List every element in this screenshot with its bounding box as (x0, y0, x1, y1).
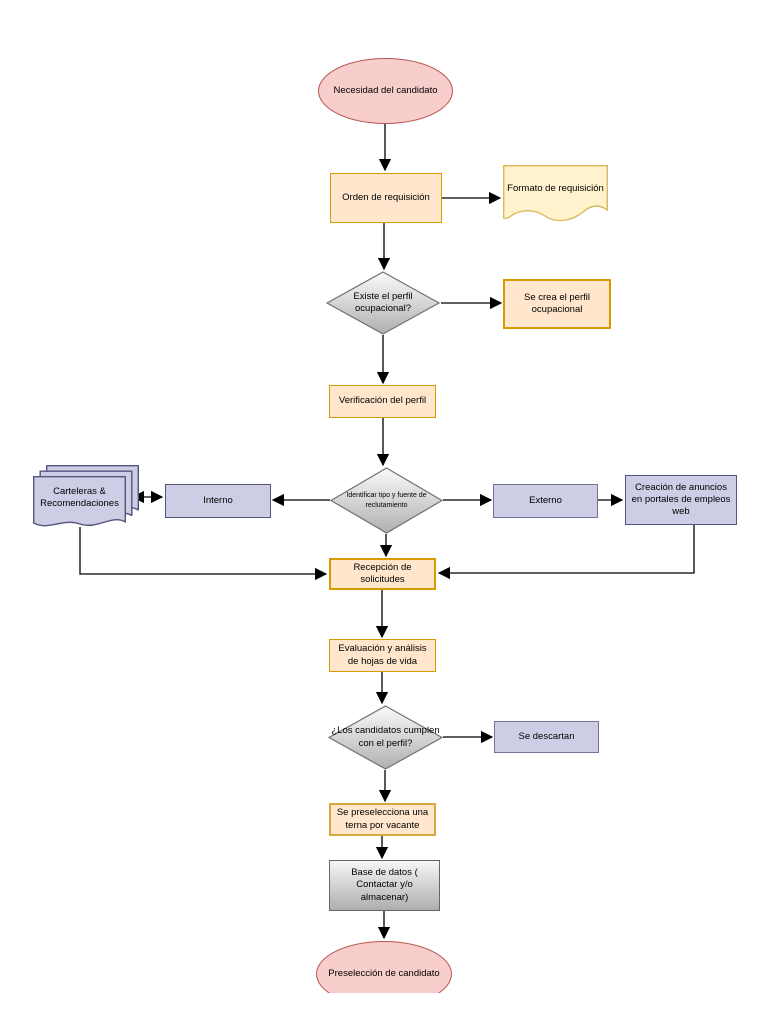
existe-decision: Existe el perfil ocupacional? (325, 271, 441, 335)
creacion-process: Creación de anuncios en portales de empl… (625, 475, 737, 525)
cumplen-label: ¿Los candidatos cumplen con el perfil? (331, 725, 440, 749)
evaluacion-process: Evaluación y análisis de hojas de vida (329, 639, 436, 672)
document-shape (503, 165, 608, 222)
recepcion-process: Recepción de solicitudes (329, 558, 436, 590)
interno-label: Interno (203, 494, 233, 506)
externo-process: Externo (493, 484, 598, 518)
verificacion-process: Verificación del perfil (329, 385, 436, 418)
diamond-shape (329, 467, 444, 534)
carteleras-multidocument: Carteleras & Recomendaciones (33, 465, 140, 533)
crea-process: Se crea el perfil ocupacional (503, 279, 611, 329)
orden-process: Orden de requisición (330, 173, 442, 223)
preselecciona-process: Se preselecciona una terna por vacante (329, 803, 436, 836)
arrow-carteleras-to-recepcion (79, 527, 328, 581)
start-label: Necesidad del candidato (333, 84, 438, 96)
identificar-label: Identificar tipo y fuente de reclutamien… (346, 492, 427, 509)
base-datos-label: Base de datos ( Contactar y/o almacenar) (351, 867, 418, 903)
recepcion-label: Recepción de solicitudes (353, 561, 412, 585)
end-label: Preselección de candidato (328, 967, 440, 979)
creacion-label: Creación de anuncios en portales de empl… (631, 481, 731, 518)
start-terminator: Necesidad del candidato (318, 58, 453, 124)
verificacion-label: Verificación del perfil (338, 395, 427, 407)
crea-label: Se crea el perfil ocupacional (523, 291, 590, 315)
descartan-process: Se descartan (494, 721, 599, 753)
preselecciona-label: Se preselecciona una terna por vacante (336, 807, 429, 831)
arrow-creacion-to-recepcion (437, 525, 695, 580)
orden-label: Orden de requisición (342, 191, 430, 203)
formato-label: Formato de requisición (507, 182, 604, 194)
formato-document: Formato de requisición (503, 165, 608, 227)
end-terminator: Preselección de candidato (316, 941, 452, 993)
externo-label: Externo (529, 494, 562, 506)
identificar-decision: Identificar tipo y fuente de reclutamien… (329, 467, 444, 534)
carteleras-label: Carteleras & Recomendaciones (40, 485, 119, 509)
multidocument-shape (33, 465, 139, 527)
base-datos-process: Base de datos ( Contactar y/o almacenar) (329, 860, 440, 911)
interno-process: Interno (165, 484, 271, 518)
diamond-shape (325, 271, 441, 335)
existe-label: Existe el perfil ocupacional? (353, 290, 413, 314)
evaluacion-label: Evaluación y análisis de hojas de vida (338, 643, 427, 667)
diamond-shape (327, 705, 444, 770)
cumplen-decision: ¿Los candidatos cumplen con el perfil? (327, 705, 444, 770)
descartan-label: Se descartan (518, 730, 575, 742)
end-terminator-clip: Preselección de candidato (316, 941, 452, 993)
